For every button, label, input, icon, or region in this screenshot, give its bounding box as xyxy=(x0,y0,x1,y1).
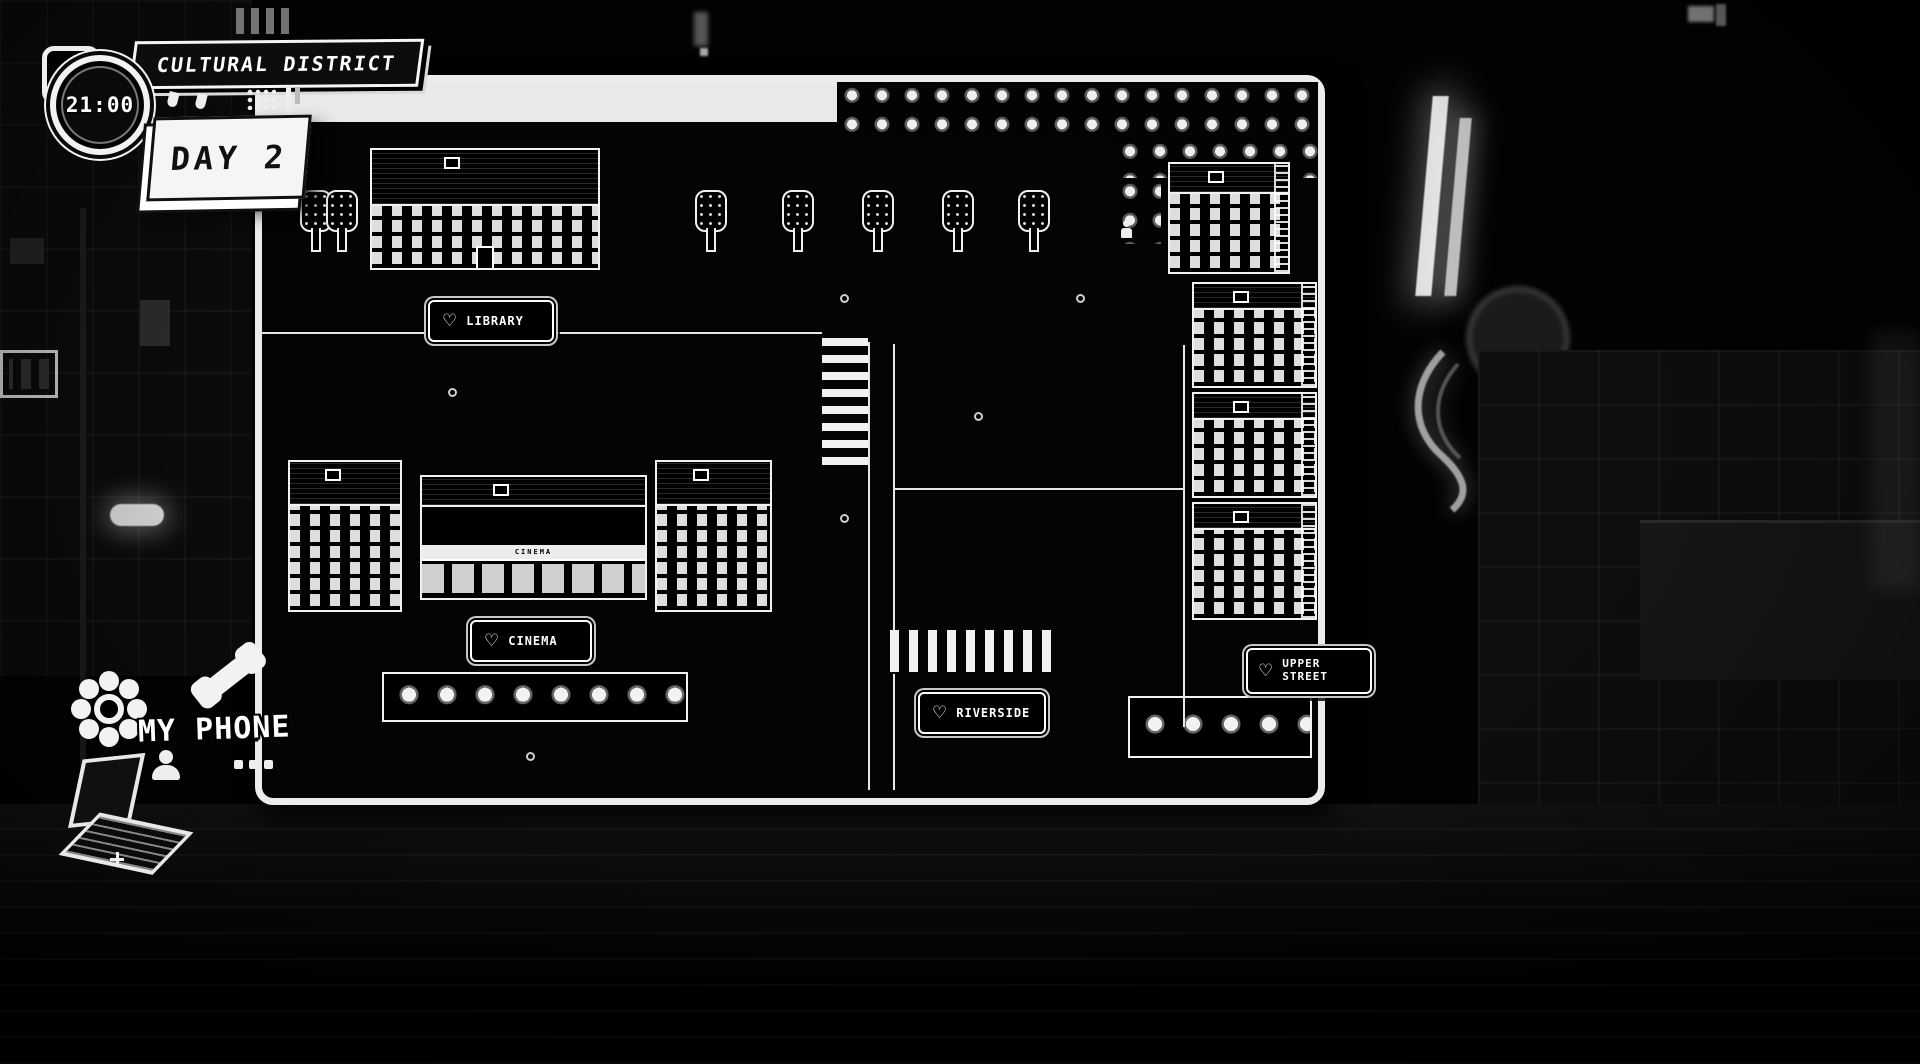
heart-icon: ♡ xyxy=(932,702,949,723)
building-facade xyxy=(422,507,645,545)
cinema-storefront xyxy=(422,559,645,598)
flower-planter xyxy=(1128,696,1312,758)
fire-escape xyxy=(1274,164,1288,272)
map-location-cinema[interactable]: ♡ CINEMA xyxy=(470,620,592,662)
cinema-marquee-text: CINEMA xyxy=(514,548,553,556)
row-building xyxy=(1192,502,1317,620)
building-windows xyxy=(290,506,400,610)
shop-building xyxy=(655,460,772,612)
upper-street-building xyxy=(1168,162,1290,274)
building-roof xyxy=(1194,394,1315,420)
building-sign-icon xyxy=(444,157,461,169)
heart-icon: ♡ xyxy=(484,630,501,651)
building-sign-icon xyxy=(1232,401,1249,413)
manhole-dot xyxy=(1076,294,1085,303)
phone-handset-icon xyxy=(195,646,263,706)
location-label: UPPER STREET xyxy=(1282,657,1328,683)
tree xyxy=(695,190,727,254)
cinema-building: CINEMA xyxy=(420,475,647,600)
crosswalk-zebra xyxy=(890,630,1054,672)
building-sign-icon xyxy=(1232,291,1249,303)
shop-building xyxy=(288,460,402,612)
row-building xyxy=(1192,392,1317,498)
map-location-riverside[interactable]: ♡ RIVERSIDE xyxy=(918,692,1046,734)
heart-icon: ♡ xyxy=(1258,660,1275,681)
my-phone-label: MY PHONE xyxy=(137,709,292,750)
map-location-upper-street[interactable]: ♡ UPPER STREET xyxy=(1246,648,1372,694)
building-sign-icon xyxy=(493,484,510,496)
tree xyxy=(782,190,814,254)
manhole-dot xyxy=(840,514,849,523)
building-roof xyxy=(1194,504,1315,530)
background-light xyxy=(1716,4,1726,26)
neon-sign-bar xyxy=(1415,96,1449,296)
building-sign-icon xyxy=(1207,171,1224,183)
building-roof xyxy=(657,462,770,506)
location-label: LIBRARY xyxy=(466,314,524,328)
background-light xyxy=(694,12,708,46)
tree xyxy=(862,190,894,254)
road-line xyxy=(893,344,895,630)
building-windows xyxy=(1194,420,1315,496)
background-light xyxy=(1688,6,1714,22)
sparkle-icon xyxy=(110,852,124,866)
building-roof xyxy=(1170,164,1288,194)
crosswalk-vertical xyxy=(822,338,868,470)
pedestrian-sprite xyxy=(1120,220,1133,239)
heart-icon: ♡ xyxy=(442,310,459,331)
manhole-dot xyxy=(448,388,457,397)
neon-sign-bar xyxy=(1444,118,1472,296)
district-map: CINEMA ♡ LIBR xyxy=(262,82,1372,798)
background-window xyxy=(140,300,170,346)
building-sign-icon xyxy=(1232,511,1249,523)
building-windows xyxy=(1194,310,1315,386)
building-windows xyxy=(657,506,770,610)
background-building-left xyxy=(0,0,252,676)
fire-escape xyxy=(1301,504,1315,618)
row-building xyxy=(1192,282,1317,388)
district-map-panel: CINEMA ♡ LIBR xyxy=(255,75,1372,805)
building-windows xyxy=(1194,530,1315,618)
road-line xyxy=(893,674,895,790)
hedge-row xyxy=(837,82,1318,140)
background-sign xyxy=(0,350,58,398)
building-sign-icon xyxy=(325,469,342,481)
tree xyxy=(326,190,358,254)
background-street-light xyxy=(110,504,164,526)
building-roof xyxy=(1194,284,1315,310)
map-plaza-strip xyxy=(262,82,837,122)
building-roof xyxy=(422,477,645,507)
manhole-dot xyxy=(840,294,849,303)
library-building xyxy=(370,148,600,270)
tree xyxy=(942,190,974,254)
building-sign-icon xyxy=(693,469,710,481)
road-line xyxy=(868,342,870,790)
background-window xyxy=(10,238,44,264)
cinema-marquee: CINEMA xyxy=(422,545,645,559)
fire-escape xyxy=(1301,284,1315,386)
manhole-dot xyxy=(526,752,535,761)
location-label: RIVERSIDE xyxy=(956,706,1031,720)
my-phone-button[interactable]: MY PHONE xyxy=(56,646,368,888)
manhole-dot xyxy=(974,412,983,421)
ellipsis-dots-icon xyxy=(234,760,243,769)
building-windows xyxy=(372,206,598,268)
building-roof xyxy=(290,462,400,506)
background-light xyxy=(700,48,708,56)
fire-escape xyxy=(1301,394,1315,496)
background-glow xyxy=(1872,330,1920,590)
building-windows xyxy=(1170,194,1288,272)
road-line xyxy=(1183,345,1185,727)
location-label: CINEMA xyxy=(508,634,558,648)
flower-planter xyxy=(382,672,688,722)
road-line xyxy=(893,488,1185,490)
building-door xyxy=(476,246,494,268)
map-location-library[interactable]: ♡ LIBRARY xyxy=(428,300,554,342)
tree xyxy=(1018,190,1050,254)
laptop-art xyxy=(56,749,196,882)
building-roof xyxy=(372,150,598,206)
flower-icon xyxy=(94,694,124,724)
